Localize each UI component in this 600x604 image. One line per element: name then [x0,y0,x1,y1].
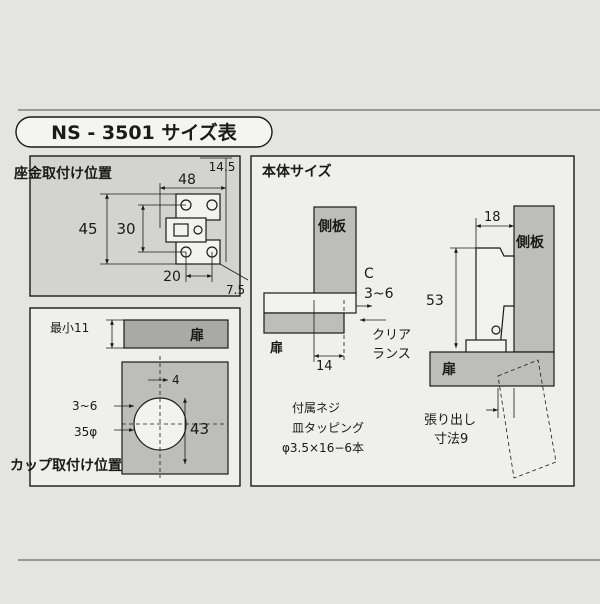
plate-hole-center [193,225,203,235]
door-top-left [263,292,357,314]
svg-text:43: 43 [190,420,209,438]
min-label: 最小11 [50,321,89,335]
svg-text:ランス: ランス [372,347,411,362]
door-right [429,351,555,387]
svg-text:側板: 側板 [317,218,347,235]
body-section-label: 本体サイズ [262,163,332,180]
side-panel-right [513,205,555,353]
svg-text:20: 20 [163,269,181,285]
cup-section: 最小11 扉 3~6 35φ 4 43 カップ取付け位置 [10,307,241,487]
svg-text:側板: 側板 [515,234,545,251]
base-plate-middle [165,217,207,243]
svg-text:3~6: 3~6 [72,399,97,413]
svg-text:45: 45 [78,220,97,238]
svg-text:14: 14 [316,359,333,374]
svg-text:皿タッピング: 皿タッピング [292,421,364,435]
svg-text:30: 30 [116,220,135,238]
svg-text:53: 53 [426,293,444,309]
screw-hole-2 [206,199,218,211]
svg-text:扉: 扉 [270,340,283,356]
plate-slot-1 [173,223,189,237]
base-plate-section: 座金取付け位置 48 14.5 45 30 20 [14,155,249,297]
svg-text:3~6: 3~6 [364,286,394,302]
door-strip [123,319,229,349]
svg-text:7.5: 7.5 [226,283,245,297]
hinge-screw [491,325,501,335]
side-panel-left [313,206,357,296]
svg-text:寸法9: 寸法9 [434,432,468,447]
door-label: 扉 [190,327,204,344]
svg-text:φ3.5×16−6本: φ3.5×16−6本 [282,441,364,455]
svg-text:C: C [364,266,374,282]
svg-text:35φ: 35φ [74,425,97,439]
title-badge: NS - 3501 サイズ表 [15,116,273,148]
door-open-outline [497,359,557,479]
svg-text:48: 48 [178,172,196,188]
base-plate-upper [175,193,221,221]
svg-text:付属ネジ: 付属ネジ [292,401,340,415]
svg-text:扉: 扉 [442,361,456,378]
svg-text:クリア: クリア [372,328,411,343]
svg-text:14.5: 14.5 [209,160,236,174]
body-section: 本体サイズ 側板 扉 14 C 3~6 クリア ランス 側板 18 53 扉 [250,155,575,487]
door-left [263,312,345,334]
page-title: NS - 3501 サイズ表 [51,121,238,144]
svg-text:18: 18 [484,210,501,225]
svg-text:4: 4 [172,373,180,387]
cup-section-label: カップ取付け位置 [10,457,122,474]
svg-text:張り出し: 張り出し [424,413,476,428]
base-section-label: 座金取付け位置 [14,165,112,182]
